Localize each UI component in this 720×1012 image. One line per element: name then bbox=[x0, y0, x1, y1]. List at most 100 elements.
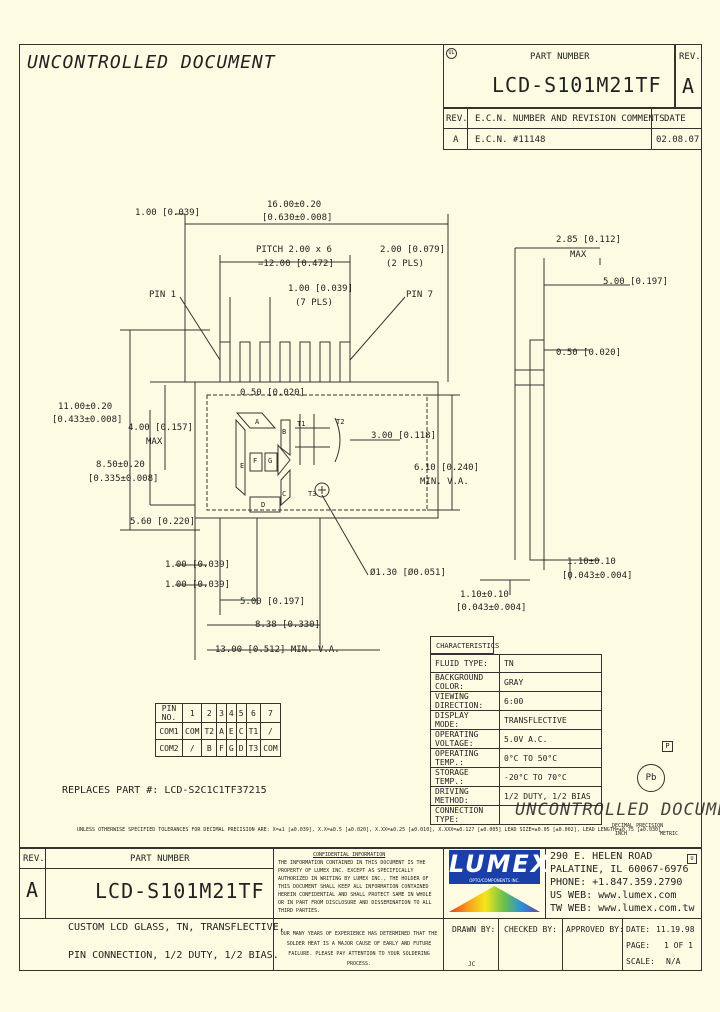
segment-a: A bbox=[255, 418, 260, 426]
segment-e: E bbox=[240, 462, 245, 470]
pb-free-icon: Pb bbox=[637, 764, 665, 792]
tb-pn-label: PART NUMBER bbox=[130, 854, 190, 864]
char-label: STORAGE TEMP.: bbox=[429, 767, 501, 787]
side-dim-b: MAX bbox=[570, 250, 587, 260]
page-value: 1 OF 1 bbox=[664, 941, 693, 950]
conf-title: CONFIDENTIAL INFORMATION bbox=[313, 852, 386, 858]
pin-table-cell: E bbox=[225, 722, 237, 740]
scale-label: SCALE: bbox=[626, 957, 655, 966]
char-value: GRAY bbox=[499, 672, 602, 692]
char-label: FLUID TYPE: bbox=[429, 654, 501, 673]
char-value: TRANSFLECTIVE bbox=[499, 710, 602, 730]
pin-table-cell: B bbox=[201, 739, 218, 757]
pin-table-cell: 1 bbox=[181, 703, 203, 723]
char-title-box bbox=[430, 636, 494, 654]
char-value: 5.0V A.C. bbox=[499, 729, 602, 749]
dim-pitch-b: =12.00 [0.472] bbox=[258, 259, 334, 269]
watermark-top: UNCONTROLLED DOCUMENT bbox=[27, 52, 276, 73]
pin-table-cell: T3 bbox=[245, 739, 262, 757]
pin1-label: PIN 1 bbox=[149, 290, 177, 300]
dim-7a: 4.00 [0.157] bbox=[128, 423, 194, 433]
dim-11: 5.60 [0.220] bbox=[130, 517, 196, 527]
addr-tw: TW WEB: www.lumex.com.tw bbox=[550, 903, 695, 914]
drawn-by-value: JC bbox=[468, 961, 476, 968]
pin-table-cell: T1 bbox=[245, 722, 262, 740]
ecn-header-date: DATE bbox=[664, 114, 686, 124]
pin-table-cell: 7 bbox=[260, 703, 281, 723]
checked-by-label: CHECKED BY: bbox=[504, 925, 557, 934]
segment-f: F bbox=[253, 457, 258, 465]
dim-7b: MAX bbox=[146, 437, 163, 447]
tb-pn-value: LCD-S101M21TF bbox=[95, 879, 265, 903]
date-value: 11.19.98 bbox=[656, 925, 695, 934]
ecn-row-ecn: E.C.N. #11148 bbox=[475, 135, 546, 145]
segment-t3: T3 bbox=[308, 490, 317, 498]
part-number-box bbox=[443, 44, 675, 108]
segment-t1: T1 bbox=[297, 420, 306, 428]
dim-3b: (2 PLS) bbox=[386, 259, 424, 269]
pin7-label: PIN 7 bbox=[406, 290, 434, 300]
dim-10a: 6.10 [0.240] bbox=[414, 463, 480, 473]
desc-2: PIN CONNECTION, 1/2 DUTY, 1/2 BIAS. bbox=[68, 950, 279, 961]
char-label: DISPLAY MODE: bbox=[429, 710, 501, 730]
ecn-row-date: 02.08.07 bbox=[656, 135, 700, 145]
pin-table-cell: COM2 bbox=[155, 739, 183, 757]
pin-table-cell: C bbox=[235, 722, 247, 740]
date-label: DATE: bbox=[626, 925, 651, 934]
tb-rev-label: REV. bbox=[23, 854, 45, 864]
char-label: OPERATING TEMP.: bbox=[429, 748, 501, 768]
ecn-header-rev: REV. bbox=[446, 114, 468, 124]
dim-17: Ø1.30 [Ø0.051] bbox=[370, 568, 446, 578]
watermark-mid: UNCONTROLLED DOCUMENT bbox=[515, 800, 720, 820]
pin-table-cell: T2 bbox=[201, 722, 218, 740]
scale-value: N/A bbox=[666, 957, 681, 966]
drawing-frame bbox=[19, 44, 702, 848]
logo-rainbow bbox=[449, 886, 540, 912]
pin-table-cell: 4 bbox=[225, 703, 237, 723]
addr-phone: PHONE: +1.847.359.2790 bbox=[550, 877, 683, 888]
side-dim-d: 0.50 [0.020] bbox=[556, 348, 622, 358]
char-value: -20°C TO 70°C bbox=[499, 767, 602, 787]
dim-16: 13.00 [0.512] MIN. V.A. bbox=[215, 645, 340, 655]
logo-small-icon: UL bbox=[446, 48, 457, 59]
char-label: CONNECTION TYPE: bbox=[429, 805, 501, 825]
dim-5a: 11.00±0.20 bbox=[58, 402, 113, 412]
side-dim-h: [0.043±0.004] bbox=[456, 603, 527, 613]
dim-9: 3.00 [0.118] bbox=[371, 431, 437, 441]
ul-mark-icon: U bbox=[687, 854, 697, 864]
char-label: DRIVING METHOD: bbox=[429, 786, 501, 806]
pin-table-cell: 3 bbox=[216, 703, 227, 723]
pin-table-cell: A bbox=[216, 722, 227, 740]
addr-1: 290 E. HELEN ROAD bbox=[550, 851, 653, 862]
segment-d: D bbox=[261, 501, 266, 509]
char-value: TN bbox=[499, 654, 602, 673]
char-table-row: OPERATING VOLTAGE:5.0V A.C. bbox=[429, 729, 602, 749]
tolerance-note: UNLESS OTHERWISE SPECIFIED TOLERANCES FO… bbox=[77, 827, 661, 833]
rev-box bbox=[675, 44, 702, 108]
conf-text: THE INFORMATION CONTAINED IN THIS DOCUME… bbox=[278, 860, 432, 914]
rohs-small-icon: P bbox=[662, 741, 673, 752]
char-label: BACKGROUND COLOR: bbox=[429, 672, 501, 692]
pin-table-cell: COM bbox=[260, 739, 281, 757]
segment-g: G bbox=[268, 457, 273, 465]
dim-15: 8.38 [0.330] bbox=[255, 620, 321, 630]
tol-small-b: INCH bbox=[615, 831, 628, 837]
segment-b: B bbox=[282, 428, 287, 436]
char-table-row: OPERATING TEMP.:0°C TO 50°C bbox=[429, 748, 602, 768]
char-table-row: DISPLAY MODE:TRANSFLECTIVE bbox=[429, 710, 602, 730]
pin-table-cell: 2 bbox=[201, 703, 218, 723]
side-dim-a: 2.85 [0.112] bbox=[556, 235, 622, 245]
char-label: VIEWING DIRECTION: bbox=[429, 691, 501, 711]
dim-13: 1.00 [0.039] bbox=[165, 580, 231, 590]
pin-table-cell: 6 bbox=[245, 703, 262, 723]
approved-by-label: APPROVED BY: bbox=[566, 925, 624, 934]
char-table-row: STORAGE TEMP.:-20°C TO 70°C bbox=[429, 767, 602, 787]
side-dim-e: 1.10±0.10 bbox=[567, 557, 616, 567]
char-title: CHARACTERISTICS bbox=[436, 642, 500, 650]
addr-web: US WEB: www.lumex.com bbox=[550, 890, 677, 901]
dim-8b: [0.335±0.008] bbox=[88, 474, 159, 484]
ecn-header-ecn: E.C.N. NUMBER AND REVISION COMMENTS bbox=[475, 114, 665, 124]
